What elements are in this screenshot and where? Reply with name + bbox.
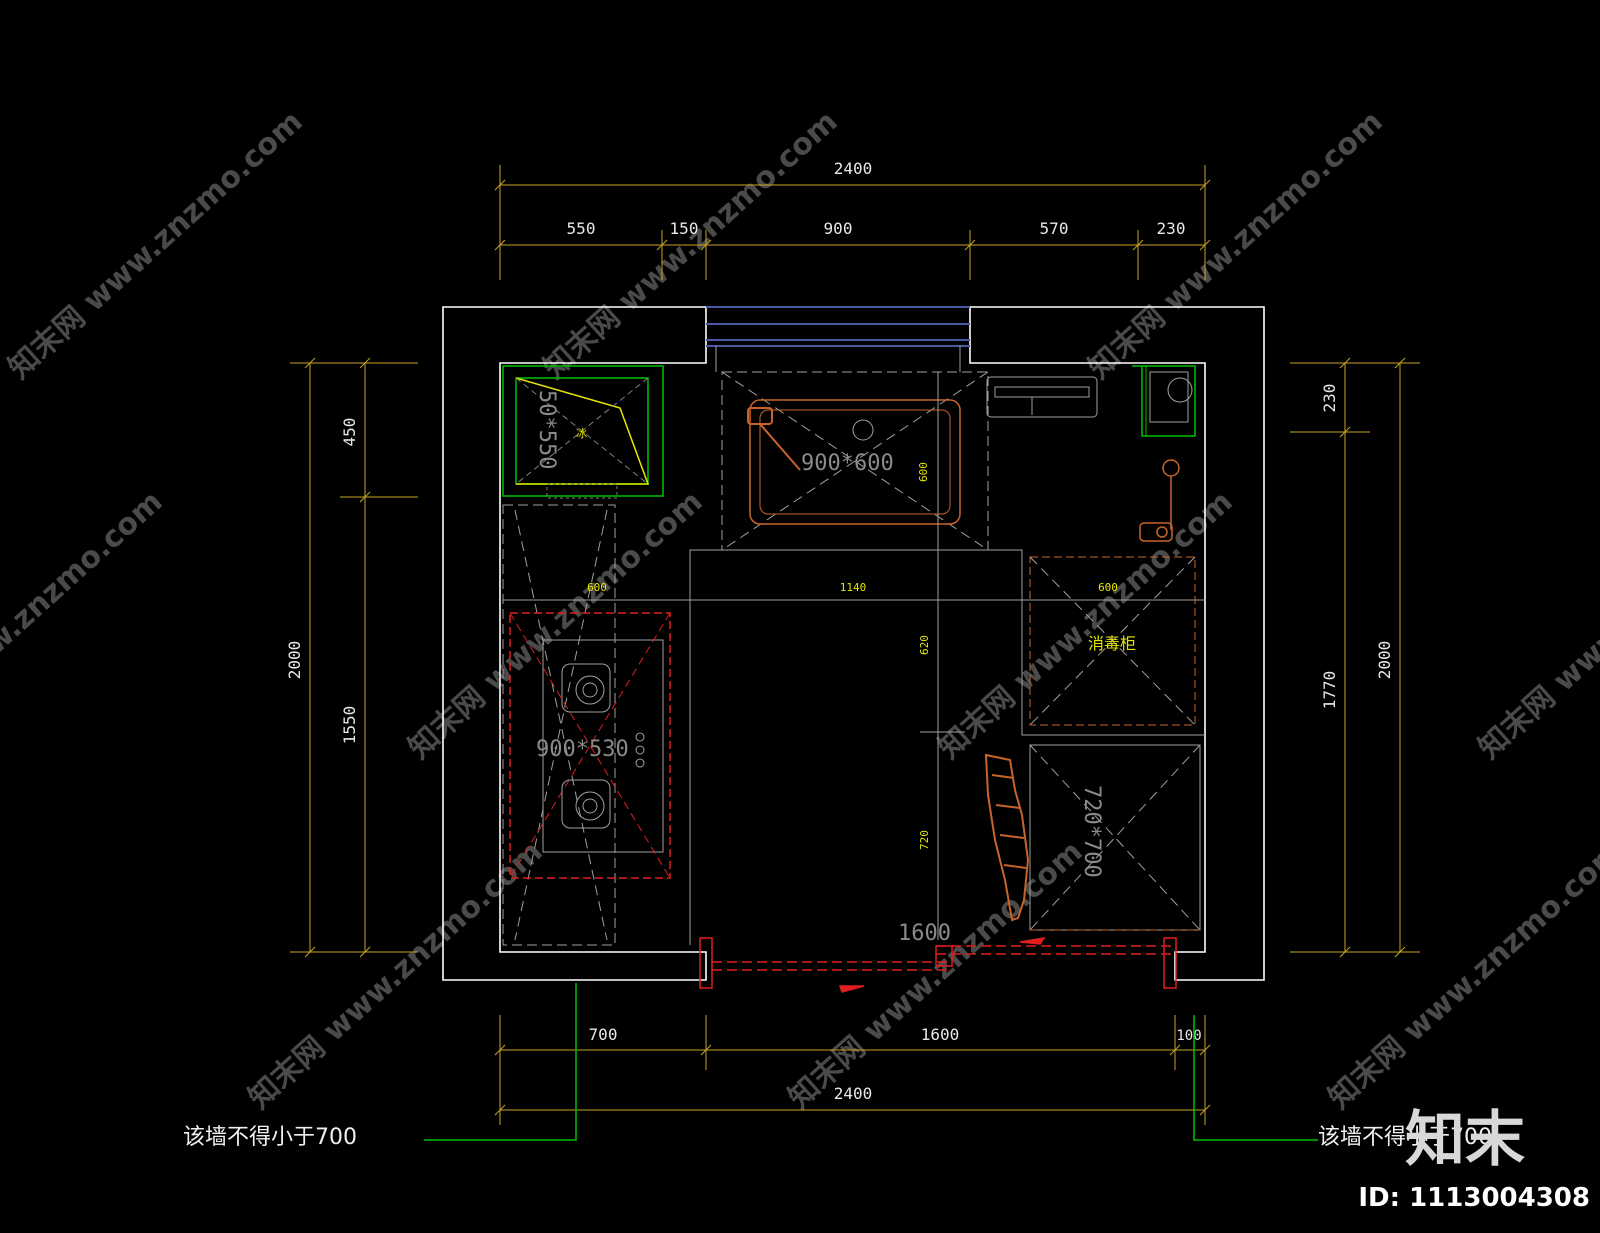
watermark-text: 知末网 www.znzmo.com [0,484,169,766]
brand-logo: 知末 [1405,1105,1525,1175]
walls [442,306,1265,981]
faucet-icon [747,407,801,471]
disinfection-cabinet-label: 消毒柜 [1088,634,1136,653]
sink-depth-label: 600 [917,462,930,482]
fridge-icon-label: 冰 [576,427,587,440]
top-dimension-5: 230 [1157,219,1186,238]
door-width-label: 1600 [898,921,951,946]
watermark-text: 知末网 www.znzmo.com [1322,834,1600,1116]
top-dimension-4: 570 [1040,219,1069,238]
window [706,306,970,347]
lower-depth-label: 720 [918,830,931,850]
left-counter [502,504,690,946]
stove-size-label: 900*530 [536,737,629,762]
right-wall-note: 该墙不得小于700 [1318,1125,1492,1150]
left-dimension-2: 1550 [340,706,359,745]
burner-icon [561,779,611,829]
top-dimension-3: 900 [824,219,853,238]
top-dimension-1: 550 [567,219,596,238]
watermark-text: 知末网 www.znzmo.com [1472,484,1600,766]
water-heater [1132,365,1196,437]
sliding-door [699,936,1177,993]
middle-width-label: 1140 [840,581,867,594]
upper-depth-label: 620 [918,635,931,655]
window-sill [715,346,961,372]
bottom-total-dimension: 2400 [834,1084,873,1103]
right-dimension-2: 1770 [1320,671,1339,710]
corner-cabinet [1029,744,1201,931]
left-dimension-1: 450 [340,418,359,447]
knob-icon [635,732,645,768]
left-dimensions [290,357,418,958]
top-total-dimension: 2400 [834,159,873,178]
drain-icon [852,419,874,441]
note-leaders [424,983,1318,1141]
image-id: ID: 1113004308 [1358,1183,1590,1213]
right-total-dimension: 2000 [1375,641,1394,680]
fridge: 冰 [502,365,664,499]
dish-rack-icon [984,753,1030,922]
left-counter-width-label: 600 [587,581,607,594]
right-dimensions [1290,357,1420,958]
top-dimensions [494,165,1211,280]
left-wall-note: 该墙不得小于700 [183,1125,357,1150]
bottom-dimension-3: 100 [1176,1028,1201,1044]
watermark-layer: 知末网 www.znzmo.com 知末网 www.znzmo.com 知末网 … [0,104,1600,1116]
left-total-dimension: 2000 [285,641,304,680]
burner-icon [561,663,611,713]
watermark-text: 知末网 www.znzmo.com [242,834,549,1116]
top-dimension-2: 150 [670,219,699,238]
disinfection-cabinet [1029,556,1196,726]
range-hood [986,376,1098,418]
sink-size-label: 900*600 [801,451,894,476]
right-dimension-1: 230 [1320,384,1339,413]
bottom-dimensions [494,1015,1211,1125]
watermark-text: 知末网 www.znzmo.com [2,104,309,386]
watermark-text: 知末网 www.znzmo.com [782,834,1089,1116]
stove [509,612,671,879]
bottom-dimension-2: 1600 [921,1025,960,1044]
pipe-fixture [1139,459,1180,542]
cabinet-size-label: 720*700 [1079,785,1104,878]
floor-lines [689,372,1205,945]
fridge-size-label: 50*550 [534,390,559,469]
bottom-dimension-1: 700 [589,1025,618,1044]
right-counter-width-label: 600 [1098,581,1118,594]
